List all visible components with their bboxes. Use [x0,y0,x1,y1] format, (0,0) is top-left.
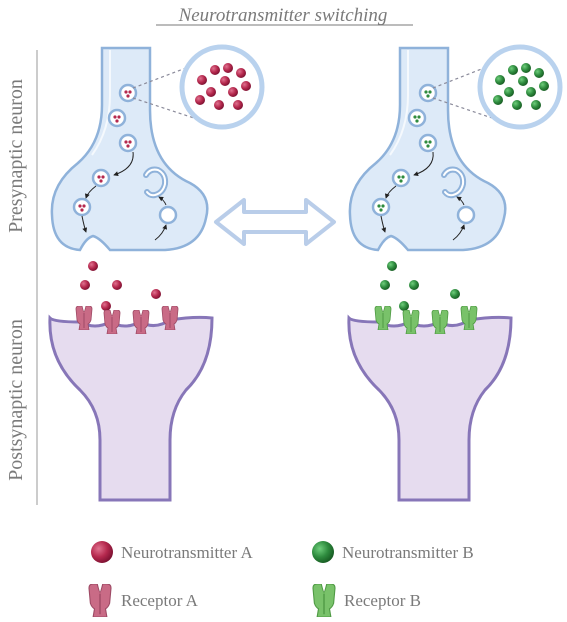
empty-vesicle [158,205,178,225]
left-postsynaptic-neuron [48,314,214,502]
right-postsynaptic-neuron [347,314,513,502]
vesicle [118,133,138,153]
switch-double-arrow [214,198,336,246]
legend-nt-a-label: Neurotransmitter A [121,543,253,562]
legend: Neurotransmitter A Neurotransmitter B Re… [88,541,474,617]
legend-receptor-a-label: Receptor A [121,591,199,610]
postsynaptic-label: Postsynaptic neuron [5,319,27,481]
recycling-vesicle [441,166,467,199]
legend-nt-a-swatch [91,541,113,563]
right-vesicles [371,83,476,225]
legend-nt-b-label: Neurotransmitter B [342,543,474,562]
right-zoom-inset [432,44,563,130]
vesicle [407,108,427,128]
left-cycle-arrows [81,151,168,241]
presynaptic-label: Presynaptic neuron [5,79,27,233]
right-released-neurotransmitters [380,261,460,311]
vesicle [391,168,411,188]
empty-vesicle [456,205,476,225]
legend-receptor-a-swatch [88,584,112,617]
right-cycle-arrows [380,151,466,241]
vesicle [371,197,391,217]
vesicle [418,133,438,153]
vesicle [91,168,111,188]
diagram-title: Neurotransmitter switching [178,5,388,26]
vesicle [118,83,138,103]
legend-nt-b-swatch [312,541,334,563]
left-vesicles [72,83,178,225]
left-released-neurotransmitters [80,261,161,311]
vesicle [107,108,127,128]
vesicle [72,197,92,217]
legend-receptor-b-label: Receptor B [344,591,421,610]
vesicle [418,83,438,103]
left-zoom-inset [132,44,265,130]
legend-receptor-b-swatch [312,584,336,617]
recycling-vesicle [143,166,169,199]
